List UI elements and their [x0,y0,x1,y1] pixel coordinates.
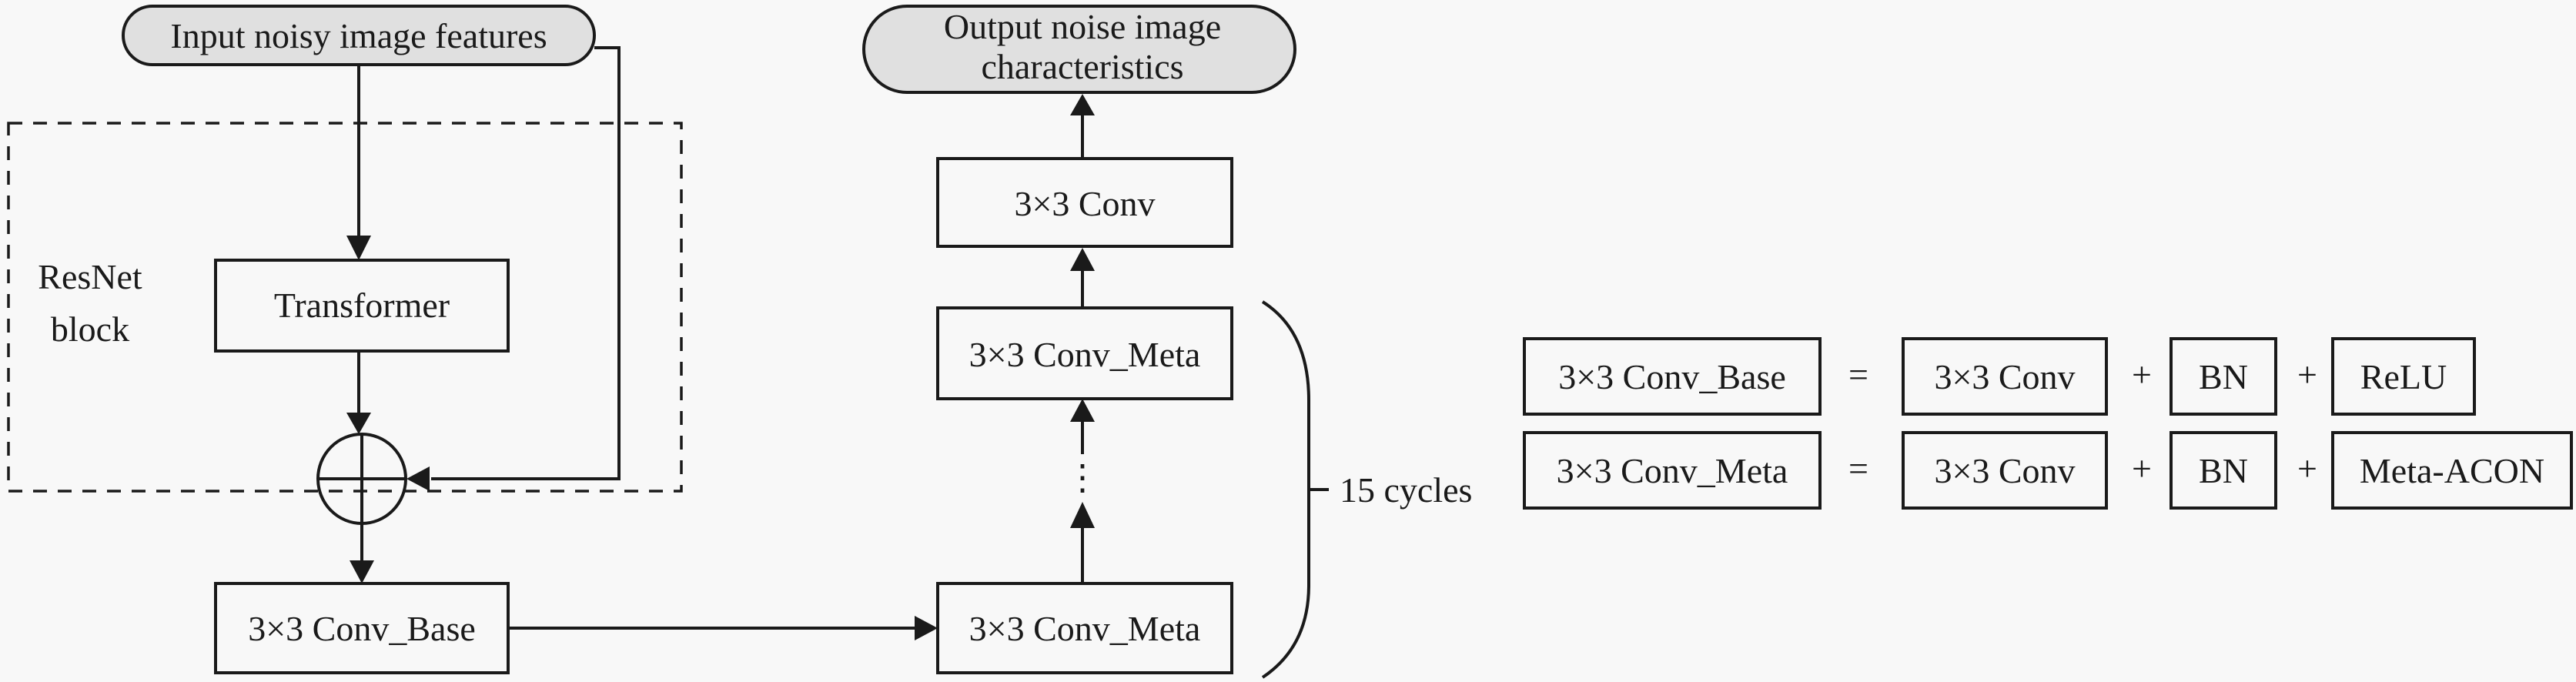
conv-meta-top-node: 3×3 Conv_Meta [936,306,1233,400]
input-node: Input noisy image features [122,5,596,66]
legend-name: 3×3 Conv_Meta [1557,451,1788,490]
transformer-node: Transformer [214,259,510,353]
legend-part-bn: BN [2199,451,2248,490]
legend-part-box [2170,431,2277,510]
conv-meta-top-box [936,306,1233,400]
legend-part-box [1902,431,2108,510]
transformer-label: Transformer [274,286,450,325]
equals-sign: = [1848,449,1868,488]
output-node: Output noise image characteristics [862,5,1296,94]
plus-sign: + [2297,355,2317,394]
legend-part-box [1902,337,2108,416]
legend-part-relu: ReLU [2360,357,2447,396]
ellipsis-icon: ⋮ [1065,458,1100,497]
legend-part-box [2331,431,2573,510]
cycles-brace [1261,300,1310,679]
arrowhead-down [346,236,371,260]
arrowhead-left [406,466,430,491]
legend-part-box [2331,337,2476,416]
output-pill-shape [862,5,1296,94]
plus-sign: + [2297,449,2317,488]
legend-part-bn: BN [2199,357,2248,396]
input-node-label: Input noisy image features [170,16,547,55]
conv-meta-bottom-label: 3×3 Conv_Meta [969,609,1201,648]
legend-part-conv: 3×3 Conv [1934,451,2075,490]
legend-row-conv-meta: 3×3 Conv_Meta = 3×3 Conv + BN + Meta-ACO… [1523,431,2573,510]
arrowhead-down [346,413,371,434]
conv-meta-bottom-box [936,582,1233,674]
legend-name: 3×3 Conv_Base [1558,357,1786,396]
arrowhead-up [1070,399,1095,422]
resnet-block-label-line1: ResNet [38,257,142,296]
legend-name-box [1523,337,1822,416]
legend-part-box [2170,337,2277,416]
legend-part-conv: 3×3 Conv [1934,357,2075,396]
arrowhead-up [1070,248,1095,271]
arrowhead-right [915,616,938,640]
transformer-box [214,259,510,353]
conv-final-box [936,157,1233,248]
cycles-label: 15 cycles [1340,470,1472,510]
conv-final-label: 3×3 Conv [1014,184,1155,223]
arrowhead-up [1070,94,1095,115]
equals-sign: = [1848,355,1868,394]
legend-part-meta-acon: Meta-ACON [2360,451,2544,490]
conv-final-node: 3×3 Conv [936,157,1233,248]
conv-meta-bottom-node: 3×3 Conv_Meta [936,582,1233,674]
plus-sign: + [2132,355,2152,394]
output-node-label-line1: Output noise image [944,7,1221,46]
legend-row-conv-base: 3×3 Conv_Base = 3×3 Conv + BN + ReLU [1523,337,2476,416]
conv-meta-top-label: 3×3 Conv_Meta [969,335,1201,374]
conv-base-label: 3×3 Conv_Base [248,609,476,648]
add-icon [316,433,407,525]
plus-sign: + [2132,449,2152,488]
resnet-block-boundary [7,122,683,493]
conv-base-node: 3×3 Conv_Base [214,582,510,674]
legend-name-box [1523,431,1822,510]
skip-connection-line [431,46,621,480]
arrowhead-up [1070,502,1095,528]
output-node-label-line2: characteristics [981,47,1183,86]
resnet-block-label-line2: block [51,309,129,349]
arrowhead-down [350,560,374,583]
